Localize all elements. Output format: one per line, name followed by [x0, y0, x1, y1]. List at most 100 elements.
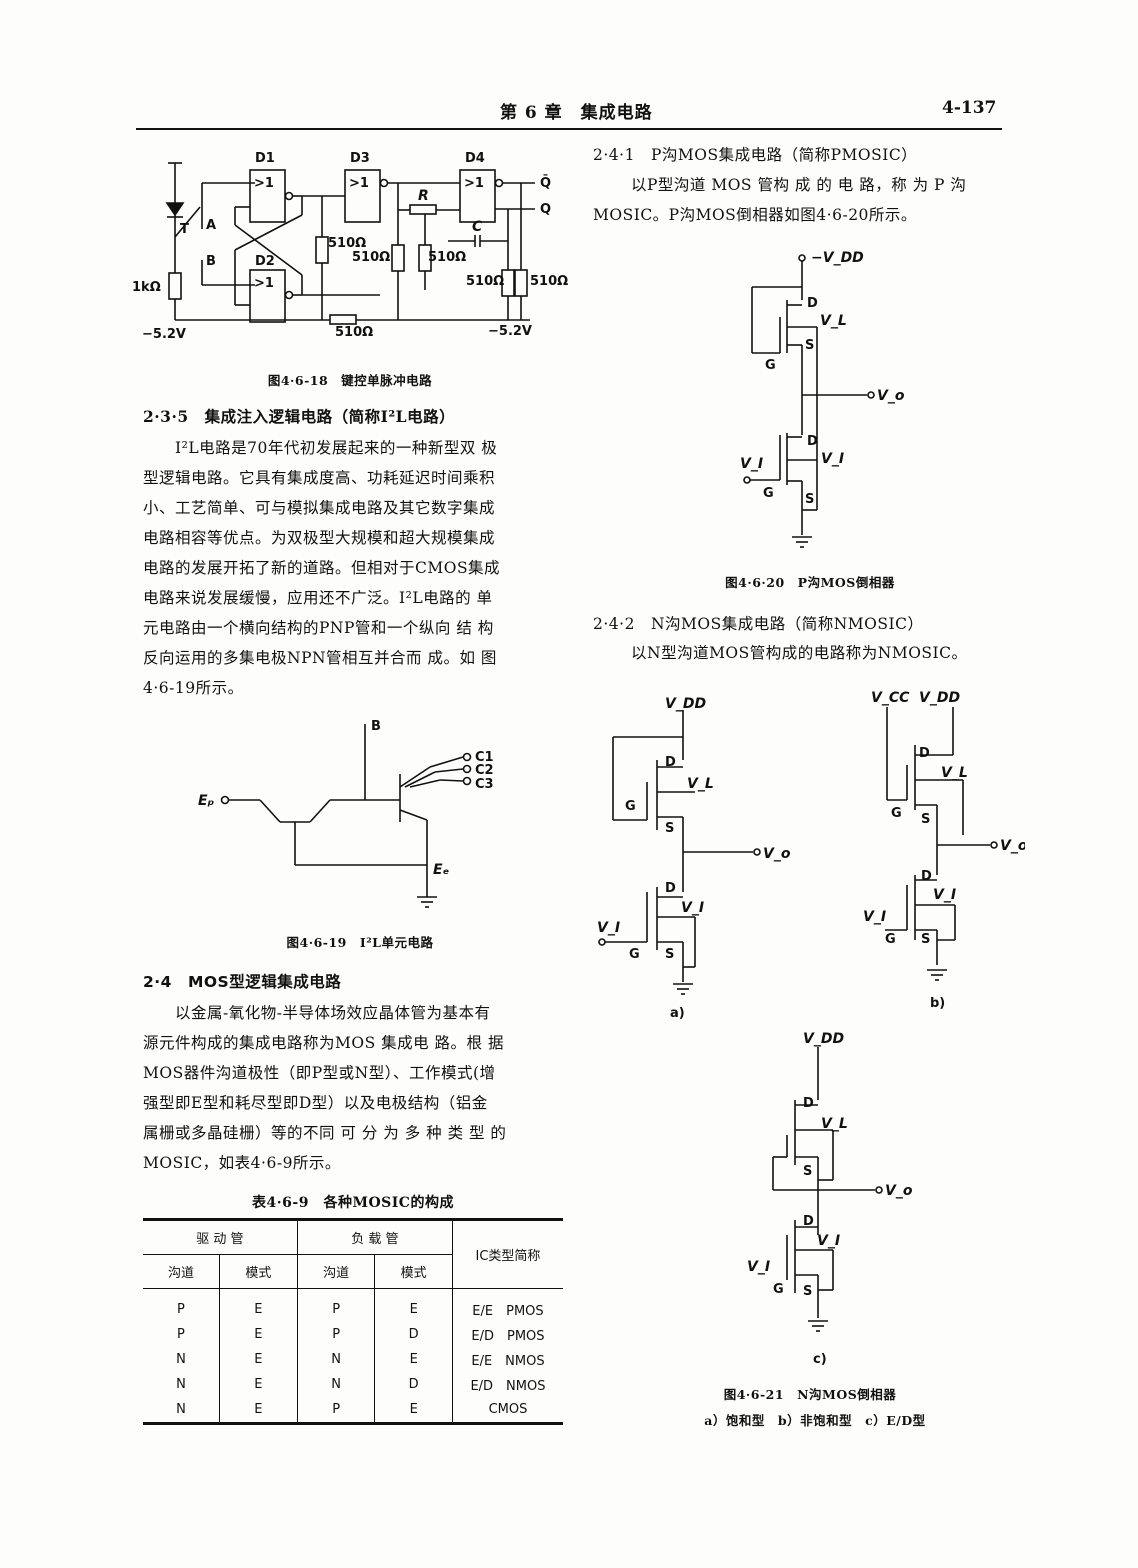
r510-e: 510Ω	[530, 274, 568, 289]
d-label: D	[807, 434, 818, 449]
d1-label: D1	[255, 151, 275, 166]
vi-right-label: V_I	[821, 451, 844, 467]
sub-header: 沟道	[297, 1254, 376, 1289]
vo-label: V_o	[763, 846, 790, 862]
s24-line: 源元件构成的集成电路称为MOS 集成电 路。根 据	[143, 1034, 504, 1052]
d-label: D	[665, 755, 676, 770]
table-row: N E N E E/E NMOS	[143, 1347, 563, 1372]
r510-f: 510Ω	[335, 325, 373, 340]
table-cell: E/E NMOS	[471, 1354, 545, 1369]
s235-line: I²L电路是70年代初发展起来的一种新型双 极	[175, 439, 498, 457]
d-label: D	[921, 869, 932, 884]
d1-gate: >1	[254, 176, 274, 191]
mosic-table: 驱 动 管 负 载 管 IC类型简称 沟道 模式 沟道 模式 P E P E E…	[143, 1218, 563, 1425]
fig-19-caption: 图4·6-19 I²L单元电路	[286, 935, 434, 950]
r1k-label: 1kΩ	[132, 280, 161, 295]
fig-20-caption: 图4·6·20 P沟MOS倒相器	[725, 575, 895, 590]
s24-line: MOSIC，如表4·6-9所示。	[143, 1154, 341, 1172]
table-cell: P	[143, 1322, 220, 1347]
t-label: T	[180, 222, 189, 237]
d3-gate: >1	[349, 176, 369, 191]
panel-a-label: a)	[670, 1006, 685, 1021]
g-label: G	[763, 486, 774, 501]
s235-line: 元电路由一个横向结构的PNP管和一个纵向 结 构	[143, 619, 494, 637]
s24-line: 强型即E型和耗尽型即D型）以及电极结构（铝金	[143, 1094, 488, 1112]
group-header-load: 负 载 管	[297, 1221, 453, 1255]
s242-line: 以N型沟道MOS管构成的电路称为NMOSIC。	[631, 644, 968, 662]
b-label: B	[206, 254, 216, 269]
d-label: D	[665, 881, 676, 896]
table-cell: E	[374, 1347, 453, 1372]
table-row: P E P D E/D PMOS	[143, 1322, 563, 1347]
c1-label: C1	[475, 750, 494, 765]
vi-label: V_I	[863, 909, 886, 925]
vneg-right: −5.2V	[488, 324, 532, 339]
vo-label: V_o	[885, 1183, 913, 1199]
table-cell: E	[374, 1397, 453, 1422]
ee-label: Eₑ	[433, 862, 450, 878]
figure-4-6-20: −V_DD D V_L S G V_o D V_I V_I G S	[740, 250, 905, 548]
s242-body: 以N型沟道MOS管构成的电路称为NMOSIC。	[593, 638, 1018, 668]
s24-line: 属栅或多晶硅栅）等的不同 可 分 为 多 种 类 型 的	[143, 1124, 507, 1142]
table-cell: N	[297, 1372, 376, 1397]
vl-label: V_L	[687, 776, 714, 792]
d2-gate: >1	[254, 276, 274, 291]
table-cell: E	[219, 1288, 298, 1322]
g-label: G	[773, 1282, 784, 1297]
s235-body: I²L电路是70年代初发展起来的一种新型双 极 型逻辑电路。它具有集成度高、功耗…	[143, 433, 573, 703]
fig-21-caption: 图4·6-21 N沟MOS倒相器	[723, 1387, 897, 1402]
table-cell: E	[219, 1322, 298, 1347]
vi-right-label: V_I	[817, 1233, 840, 1249]
sub-header: 模式	[374, 1254, 453, 1289]
s235-line: 反向运用的多集电极NPN管相互并合而 成。如 图	[143, 649, 497, 667]
d-label: D	[803, 1096, 814, 1111]
d2-label: D2	[255, 254, 275, 269]
vl-label: V_L	[941, 765, 968, 781]
table-cell: E/D PMOS	[471, 1329, 545, 1344]
table-row: P E P E E/E PMOS	[143, 1288, 563, 1322]
panel-c-label: c)	[813, 1352, 827, 1367]
table-cell: D	[374, 1322, 453, 1347]
page-number: 4-137	[942, 98, 997, 118]
s241-line: MOSIC。P沟MOS倒相器如图4·6-20所示。	[593, 206, 917, 224]
d-label: D	[919, 746, 930, 761]
table-cell: D	[374, 1372, 453, 1397]
s241-line: 以P型沟道 MOS 管构 成 的 电 路，称 为 P 沟	[631, 176, 967, 194]
d4-gate: >1	[464, 176, 484, 191]
chapter-title: 第 6 章 集成电路	[500, 103, 653, 123]
table-cell: E	[374, 1288, 453, 1322]
vi-label: V_I	[597, 920, 620, 936]
g-label: G	[765, 358, 776, 373]
s242-heading: 2·4·2 N沟MOS集成电路（简称NMOSIC）	[593, 615, 924, 633]
s241-body: 以P型沟道 MOS 管构 成 的 电 路，称 为 P 沟 MOSIC。P沟MOS…	[593, 170, 1018, 230]
header-rule	[136, 128, 1002, 130]
table-cell: P	[143, 1288, 220, 1322]
s235-heading: 2·3·5 集成注入逻辑电路（简称I²L电路）	[143, 407, 456, 426]
s235-line: 电路相容等优点。为双极型大规模和超大规模集成	[143, 529, 496, 547]
fig-18-caption: 图4·6-18 键控单脉冲电路	[267, 373, 433, 388]
s24-body: 以金属-氧化物-半导体场效应晶体管为基本有 源元件构成的集成电路称为MOS 集成…	[143, 998, 573, 1178]
figure-4-6-19: B C1 C2 C3 Eₚ Eₑ	[198, 719, 494, 908]
s-label: S	[803, 1284, 812, 1299]
s235-line: 型逻辑电路。它具有集成度高、功耗延迟时间乘积	[143, 469, 496, 487]
table-cell: P	[297, 1397, 376, 1422]
vdd-label: V_DD	[665, 696, 706, 712]
s235-line: 电路的发展开拓了新的道路。但相对于CMOS集成	[143, 559, 501, 577]
figure-4-6-18: D1 D3 D4 D2 >1 >1 >1 >1 T A B R C Q̄ Q 1…	[132, 151, 568, 342]
d4-label: D4	[465, 151, 485, 166]
table-row: N E P E CMOS	[143, 1397, 563, 1422]
figure-4-6-21a: V_DD D V_L G S V_o D V_I V_I G S a)	[597, 696, 790, 1021]
r510-d: 510Ω	[466, 274, 504, 289]
vl-label: V_L	[821, 1116, 848, 1132]
vneg-left: −5.2V	[142, 327, 186, 342]
d-label: D	[807, 296, 818, 311]
group-header-driver: 驱 动 管	[143, 1221, 298, 1255]
vcc-label: V_CC	[871, 690, 910, 706]
vi-label: V_I	[740, 456, 763, 472]
ep-label: Eₚ	[198, 793, 214, 809]
vi-right-label: V_I	[681, 900, 704, 916]
d-label: D	[803, 1214, 814, 1229]
s235-line: 小、工艺简单、可与模拟集成电路及其它数字集成	[143, 499, 496, 517]
table-title: 表4·6-9 各种MOSIC的构成	[252, 1195, 454, 1211]
r510-b: 510Ω	[352, 250, 390, 265]
